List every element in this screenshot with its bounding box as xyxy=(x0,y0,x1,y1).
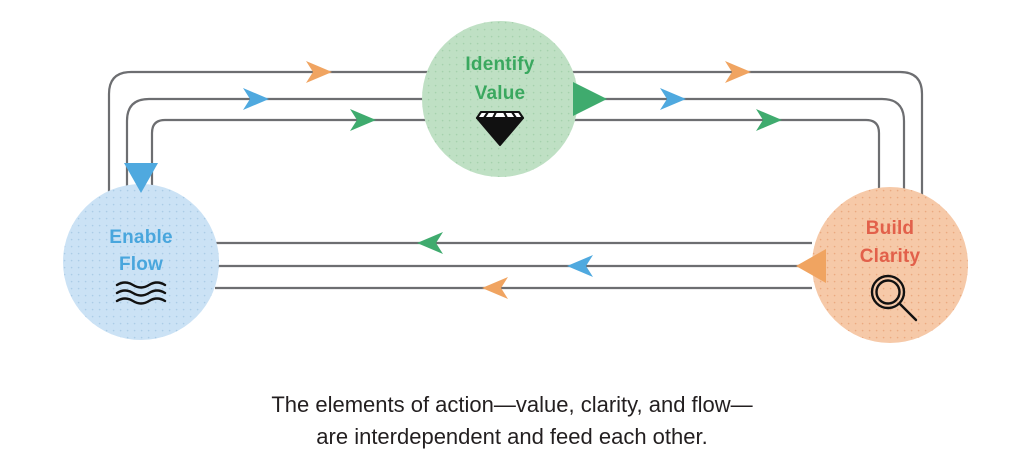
node-enable-flow-texture xyxy=(63,184,219,340)
node-enable-flow-label-1: Enable xyxy=(109,227,173,248)
node-green-arrow-out xyxy=(573,82,607,116)
node-enable-flow-label-2: Flow xyxy=(119,254,163,275)
top-blue-arrow-left xyxy=(243,88,269,110)
node-build-clarity-label-2: Clarity xyxy=(860,246,921,267)
node-identify-value-texture xyxy=(422,21,578,177)
top-orange-arrow-right xyxy=(725,61,751,83)
node-arrow-markers xyxy=(124,82,826,283)
waves-icon xyxy=(115,281,167,305)
node-orange-arrow-in xyxy=(796,249,826,283)
top-orange-arrow-left xyxy=(306,61,332,83)
node-identify-value[interactable]: Identify Value xyxy=(422,21,578,177)
top-green-arrow-left xyxy=(350,109,376,131)
node-enable-flow[interactable]: Enable Flow xyxy=(63,184,219,340)
top-blue-arrow-right xyxy=(660,88,686,110)
node-build-clarity-label-1: Build xyxy=(866,218,915,239)
node-blue-arrow-in xyxy=(124,163,158,193)
node-identify-value-label-1: Identify xyxy=(465,54,534,75)
node-identify-value-label-2: Value xyxy=(475,83,526,104)
node-build-clarity-texture xyxy=(812,187,968,343)
diamond-icon xyxy=(475,110,525,147)
bottom-green-arrow xyxy=(417,232,443,254)
node-build-clarity[interactable]: Build Clarity xyxy=(812,187,968,343)
caption: The elements of action—value, clarity, a… xyxy=(271,392,752,449)
bottom-orange-arrow xyxy=(482,277,508,299)
bottom-blue-arrow xyxy=(567,255,593,277)
top-green-arrow-right xyxy=(756,109,782,131)
caption-line-1: The elements of action—value, clarity, a… xyxy=(271,392,752,417)
caption-line-2: are interdependent and feed each other. xyxy=(316,424,707,449)
path-arrowheads xyxy=(243,61,782,299)
magnifier-icon xyxy=(870,274,918,322)
